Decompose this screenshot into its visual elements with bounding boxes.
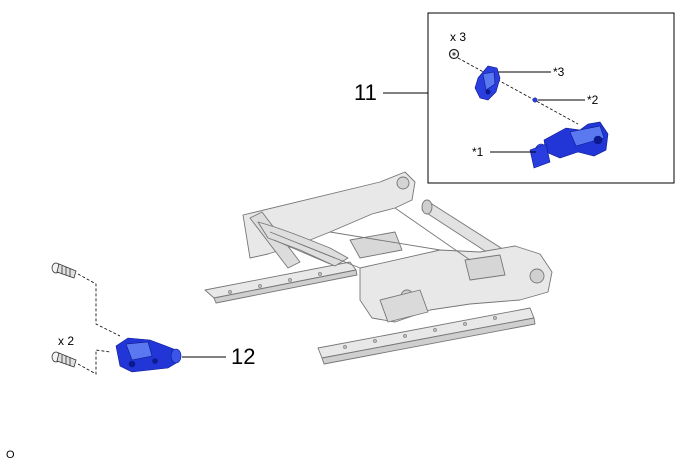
seat-frame-assembly [204, 171, 553, 365]
figure-code: O [6, 449, 15, 461]
screw-icon [448, 48, 460, 60]
callout-12: 12 [231, 344, 255, 369]
qty-screws-label: x 3 [450, 30, 466, 44]
seat-motor-part [115, 337, 182, 373]
right-seat-rail [317, 307, 535, 359]
alignment-dash-inset [457, 57, 579, 125]
bolt-icon [51, 262, 77, 279]
callout-ref-1: *1 [472, 145, 484, 159]
motor-bracket-part [474, 65, 501, 101]
callout-11: 11 [354, 80, 377, 105]
detail-inset-frame [427, 12, 675, 184]
pin-part [532, 97, 538, 103]
qty-bolts-label: x 2 [58, 334, 74, 348]
alignment-dash-bolts [77, 273, 121, 375]
bolt-icon-2 [51, 351, 77, 368]
callout-ref-2: *2 [587, 93, 599, 107]
callout-ref-3: *3 [553, 65, 565, 79]
height-adjust-motor-part [529, 121, 609, 169]
